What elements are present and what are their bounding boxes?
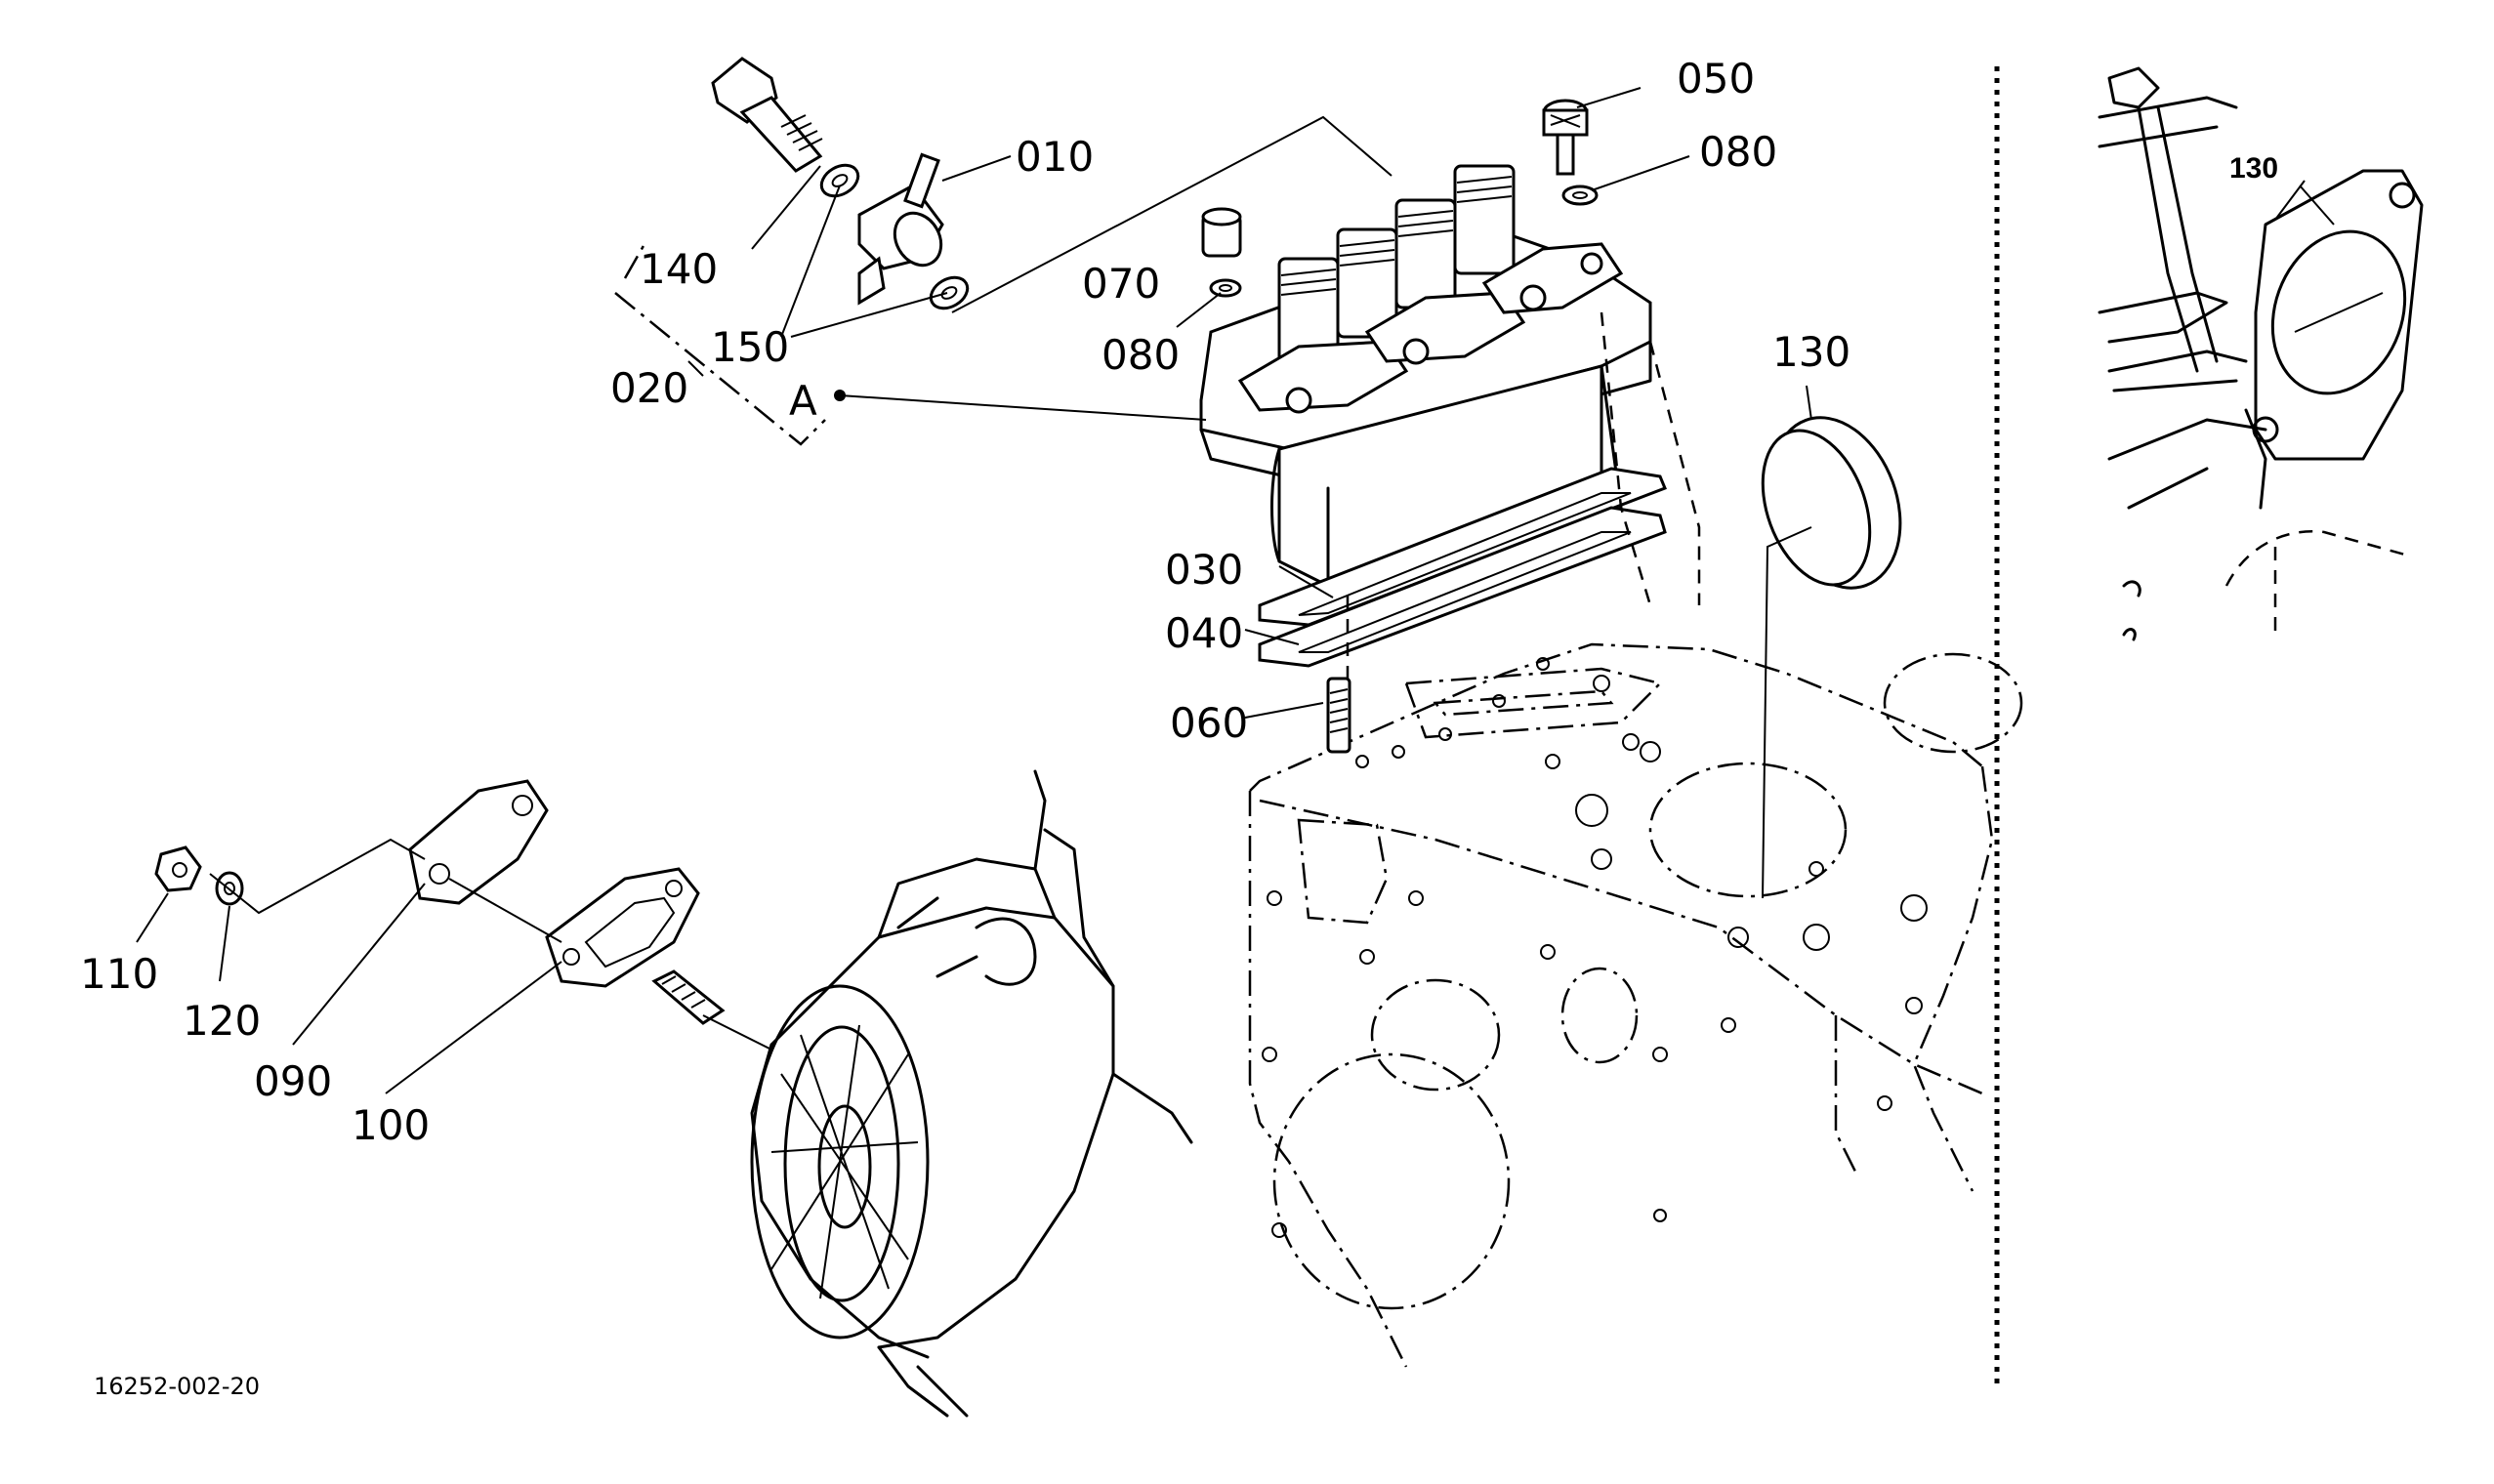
- gasket-100: [545, 867, 700, 988]
- screw-050: [1542, 99, 1589, 176]
- cap-130: [1761, 416, 1902, 590]
- leader-lines: [136, 87, 1812, 1094]
- stud-left: [651, 969, 726, 1025]
- callout-080-left: 080: [1102, 331, 1180, 379]
- gear-housing: [750, 769, 1193, 1418]
- callout-100: 100: [352, 1101, 430, 1149]
- detail-view: [2098, 66, 2424, 641]
- marker-a-label: A: [789, 377, 817, 425]
- gasket-030: [1258, 467, 1667, 627]
- delivery-valve-holders: [1277, 164, 1516, 368]
- block-bolt-holes: [1262, 657, 1928, 1238]
- group-020-boundary: [614, 243, 826, 446]
- callout-130: 130: [1772, 328, 1850, 376]
- document-number: 16252-002-20: [94, 1373, 260, 1400]
- callout-050: 050: [1677, 55, 1755, 103]
- callout-070: 070: [1082, 260, 1160, 308]
- callout-080-right: 080: [1699, 128, 1777, 176]
- eye-bolt-140: [711, 57, 823, 173]
- washer-080-left: [1209, 278, 1242, 298]
- callout-030: 030: [1165, 546, 1243, 594]
- callout-150: 150: [711, 323, 789, 371]
- cap-070: [1201, 207, 1242, 258]
- washer-080-right: [1561, 185, 1599, 206]
- clamp-plates: [1237, 242, 1624, 414]
- marker-a-dot: [834, 390, 846, 401]
- callout-060: 060: [1170, 699, 1248, 747]
- gasket-040: [1258, 506, 1667, 668]
- callout-020: 020: [610, 364, 688, 412]
- callout-140: 140: [640, 245, 718, 293]
- injection-pump-body: [1199, 164, 1652, 598]
- callout-010: 010: [1016, 133, 1094, 181]
- nut-110: [154, 845, 202, 892]
- callout-120: 120: [183, 997, 261, 1045]
- washer-150-top: [819, 163, 860, 198]
- callout-040: 040: [1165, 609, 1243, 657]
- washer-150-bottom: [929, 275, 970, 310]
- stud-060: [1326, 677, 1351, 754]
- cover-090: [408, 779, 549, 905]
- callout-090: 090: [254, 1057, 332, 1105]
- callout-110: 110: [80, 950, 158, 998]
- callout-labels: 010 140 150 020 A 050 080 070 080 130 03…: [80, 55, 2278, 1400]
- engine-block: [1248, 642, 2023, 1368]
- banjo-010: [857, 152, 944, 306]
- detail-callout-130: 130: [2229, 152, 2278, 185]
